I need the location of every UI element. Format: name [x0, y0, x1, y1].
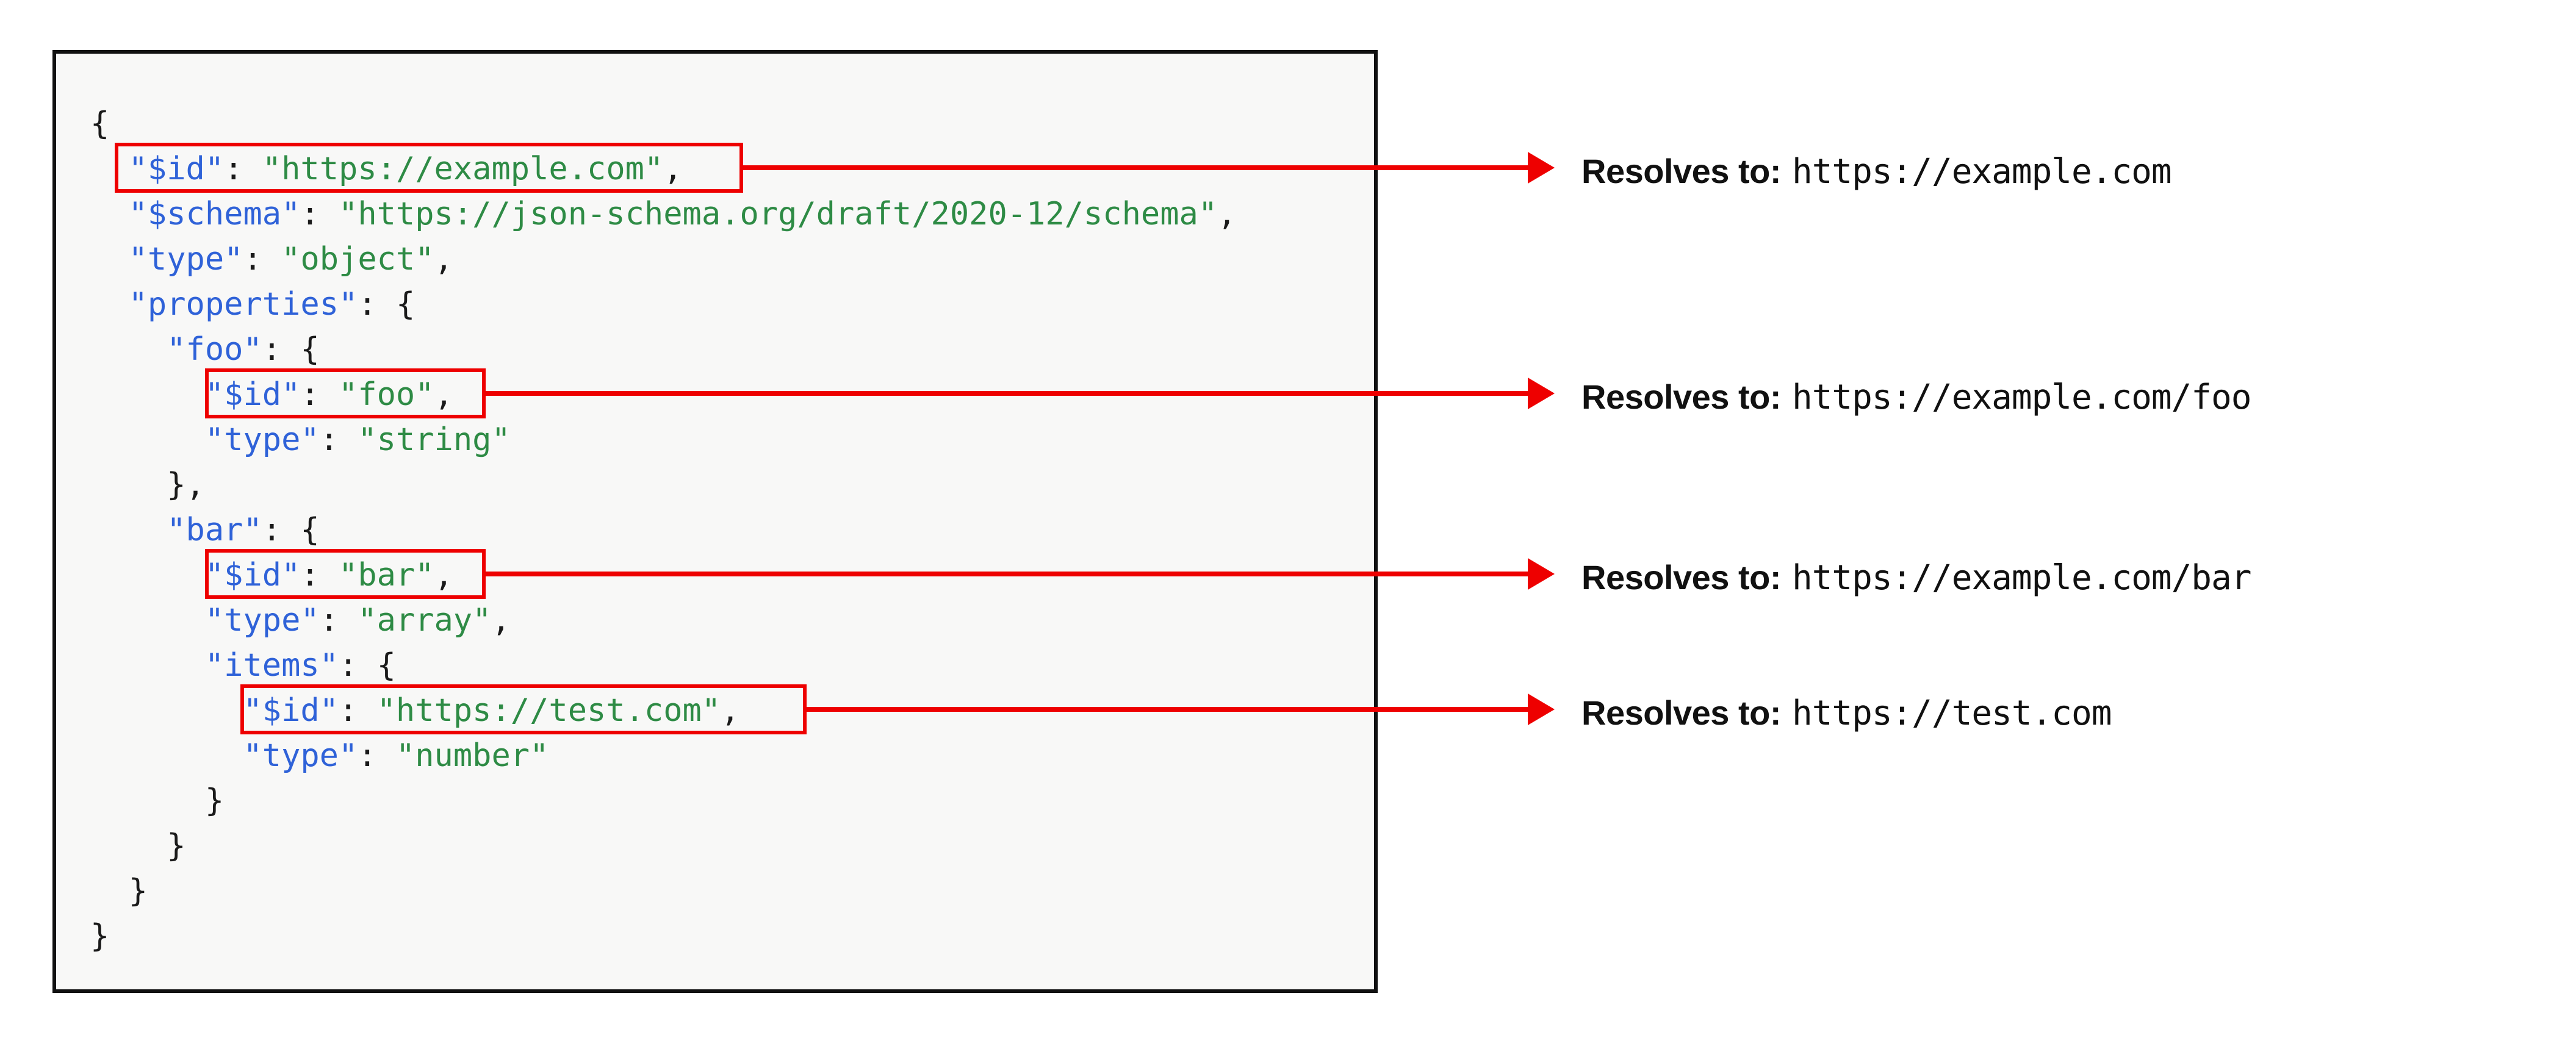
arrowhead-icon-4 — [1528, 694, 1555, 725]
resolve-row-2: Resolves to: https://example.com/foo — [1581, 377, 2251, 417]
code-token-brace-close: } — [90, 918, 110, 955]
resolve-label: Resolves to: — [1581, 152, 1782, 190]
code-token-key-id-items: "$id" — [243, 692, 339, 729]
code-line-18: } — [90, 869, 1236, 914]
code-token-brace-open: { — [300, 512, 320, 548]
code-line-3: "$schema": "https://json-schema.org/draf… — [90, 192, 1237, 237]
code-line-17: } — [90, 823, 1236, 869]
code-line-14: "$id": "https://test.com", — [90, 688, 1236, 733]
code-token-colon: : — [339, 692, 377, 729]
code-token-comma: , — [434, 557, 453, 593]
code-line-12: "type": "array", — [90, 598, 1236, 643]
code-token-value-id-foo: "foo" — [339, 376, 434, 413]
code-token-brace-open: { — [90, 106, 110, 142]
code-token-colon: : — [358, 286, 396, 323]
code-token-brace-close: } — [167, 828, 186, 864]
code-line-19: } — [90, 914, 1236, 959]
code-token-colon: : — [358, 737, 396, 774]
resolve-row-3: Resolves to: https://example.com/bar — [1581, 557, 2251, 598]
code-token-brace-open: { — [300, 331, 320, 368]
code-line-13: "items": { — [90, 643, 1236, 688]
resolve-label: Resolves to: — [1581, 558, 1782, 597]
code-line-11: "$id": "bar", — [90, 553, 1236, 598]
code-line-5: "properties": { — [90, 282, 1236, 327]
code-token-key-id-foo: "$id" — [204, 376, 301, 413]
code-line-4: "type": "object", — [90, 237, 1236, 282]
code-token-brace-open: { — [395, 286, 416, 323]
code-token-colon: : — [300, 196, 339, 232]
code-token-value-type-root: "object" — [281, 241, 434, 278]
code-token-key-items: "items" — [204, 647, 339, 684]
code-token-colon: : — [224, 151, 262, 187]
code-line-6: "foo": { — [90, 327, 1236, 372]
code-token-colon: : — [319, 602, 358, 639]
connector-line-2 — [486, 391, 1529, 396]
code-token-key-foo: "foo" — [167, 331, 262, 368]
resolve-row-4: Resolves to: https://test.com — [1581, 693, 2112, 733]
code-token-colon: : — [339, 647, 377, 684]
code-token-key-id-bar: "$id" — [204, 557, 301, 593]
code-token-key-type-items: "type" — [243, 737, 358, 774]
code-token-comma: , — [491, 602, 511, 639]
code-token-comma: , — [663, 151, 683, 187]
resolve-url: https://example.com/foo — [1792, 378, 2251, 417]
code-line-15: "type": "number" — [90, 733, 1236, 778]
code-line-7: "$id": "foo", — [90, 372, 1236, 417]
code-token-comma: , — [721, 692, 740, 729]
code-token-comma: , — [434, 376, 453, 413]
code-token-key-type-foo: "type" — [204, 421, 320, 458]
arrowhead-icon-3 — [1528, 558, 1555, 590]
code-token-comma: , — [434, 241, 453, 278]
resolve-label: Resolves to: — [1581, 694, 1782, 732]
connector-line-1 — [743, 165, 1529, 170]
code-token-key-bar: "bar" — [167, 512, 262, 548]
code-token-value-id-root: "https://example.com" — [262, 151, 664, 187]
arrowhead-icon-1 — [1528, 152, 1555, 184]
connector-line-3 — [486, 572, 1529, 576]
code-line-1: { — [90, 101, 1236, 146]
code-token-value-type-foo: "string" — [358, 421, 511, 458]
code-token-colon: : — [243, 241, 282, 278]
code-line-16: } — [90, 778, 1236, 823]
code-token-value-id-bar: "bar" — [339, 557, 434, 593]
resolve-row-1: Resolves to: https://example.com — [1581, 151, 2172, 192]
code-line-2: "$id": "https://example.com", — [90, 146, 1236, 192]
code-token-key-type-root: "type" — [128, 241, 243, 278]
code-token-key-id-root: "$id" — [128, 151, 225, 187]
code-token-brace-open: { — [376, 647, 396, 684]
resolve-label: Resolves to: — [1581, 378, 1782, 416]
code-token-value-type-items: "number" — [395, 737, 549, 774]
code-token-value-type-bar: "array" — [358, 602, 492, 639]
code-token-value-id-items: "https://test.com" — [376, 692, 721, 729]
json-source-code: { "$id": "https://example.com", "$schema… — [90, 101, 1236, 959]
resolve-url: https://test.com — [1792, 694, 2112, 733]
code-token-comma: , — [1217, 196, 1237, 232]
code-token-brace-close: }, — [167, 467, 205, 503]
code-token-colon: : — [262, 512, 301, 548]
resolve-url: https://example.com/bar — [1792, 558, 2251, 598]
code-token-key-type-bar: "type" — [204, 602, 320, 639]
code-token-key-properties: "properties" — [128, 286, 358, 323]
connector-line-4 — [807, 707, 1529, 712]
code-token-key-schema: "$schema" — [128, 196, 301, 232]
code-token-brace-close: } — [128, 873, 148, 909]
code-line-8: "type": "string" — [90, 417, 1236, 462]
code-token-value-schema: "https://json-schema.org/draft/2020-12/s… — [339, 196, 1218, 232]
code-token-colon: : — [319, 421, 358, 458]
code-token-colon: : — [262, 331, 301, 368]
code-line-10: "bar": { — [90, 507, 1236, 553]
code-token-brace-close: } — [204, 783, 225, 819]
json-code-panel: { "$id": "https://example.com", "$schema… — [52, 50, 1378, 993]
code-line-9: }, — [90, 462, 1236, 507]
code-token-colon: : — [300, 376, 339, 413]
code-token-colon: : — [300, 557, 339, 593]
arrowhead-icon-2 — [1528, 378, 1555, 409]
resolve-url: https://example.com — [1792, 152, 2172, 192]
